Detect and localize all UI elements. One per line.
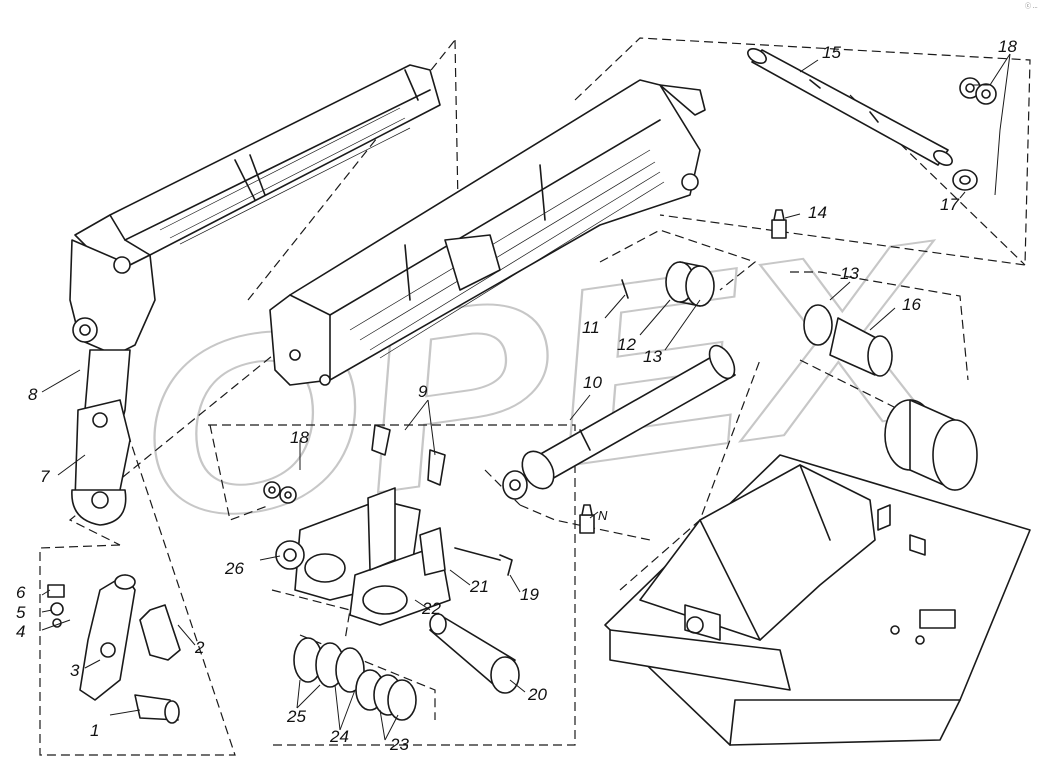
callout-14: 14	[808, 203, 827, 222]
callout-15: 15	[822, 43, 841, 62]
lift-cylinder	[502, 344, 736, 500]
callout-12: 12	[617, 335, 636, 354]
callout-13-right: 13	[840, 264, 859, 283]
callout-2: 2	[194, 638, 205, 657]
corner-mark: ⓒ ...	[1025, 2, 1038, 10]
callout-1: 1	[90, 721, 99, 740]
callout-16: 16	[902, 295, 921, 314]
boom-extension-assembly	[69, 64, 441, 526]
callout-5: 5	[16, 603, 26, 622]
callout-25: 25	[286, 707, 306, 726]
callout-19: 19	[520, 585, 539, 604]
base-frame	[604, 454, 1031, 746]
callout-N: N	[598, 508, 608, 523]
callout-6: 6	[16, 583, 26, 602]
callout-9: 9	[418, 382, 428, 401]
callout-8: 8	[28, 385, 38, 404]
callout-11: 11	[582, 318, 600, 337]
bushings-and-pin	[621, 261, 893, 377]
callout-23: 23	[389, 735, 409, 754]
nuts-and-washer-top	[952, 77, 997, 191]
callout-labels: 1 2 3 4 5 6 7 8 9 10 11 12 13 13 14 N 15…	[16, 37, 1017, 754]
callout-13-lower: 13	[643, 347, 662, 366]
callout-17: 17	[940, 195, 959, 214]
callout-18-top: 18	[998, 37, 1017, 56]
cable-drum	[884, 399, 978, 491]
callout-26: 26	[224, 559, 244, 578]
leader-lines	[41, 53, 1011, 741]
callout-18-left: 18	[290, 428, 309, 447]
bracket-plates	[263, 424, 513, 626]
link-assembly-lower-left	[47, 574, 181, 724]
callout-20: 20	[527, 685, 547, 704]
main-boom-assembly	[269, 79, 706, 386]
pivot-pin-and-rings	[293, 613, 520, 721]
axle-pin	[747, 47, 953, 167]
grease-nipple-parts	[579, 209, 787, 534]
callout-22: 22	[421, 599, 441, 618]
callout-7: 7	[40, 467, 50, 486]
callout-24: 24	[329, 727, 349, 746]
callout-10: 10	[583, 373, 602, 392]
callout-4: 4	[16, 622, 25, 641]
callout-3: 3	[70, 661, 80, 680]
callout-21: 21	[469, 577, 489, 596]
